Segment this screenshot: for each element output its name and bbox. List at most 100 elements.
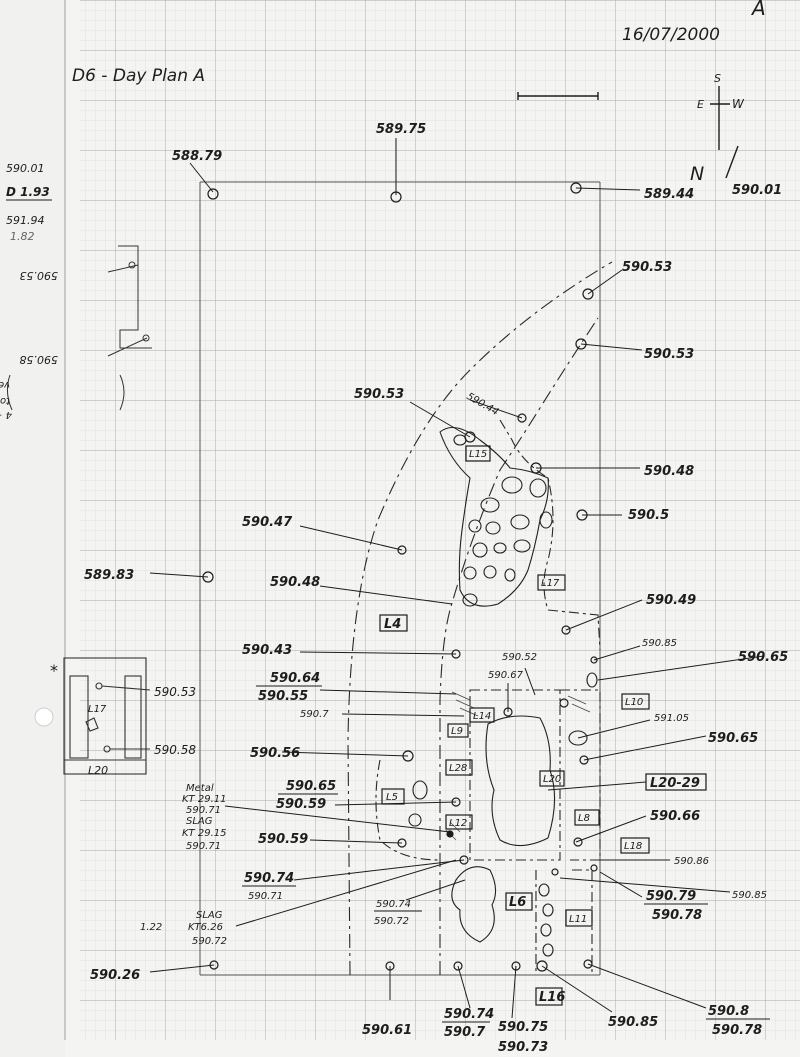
- level-value: 589.44: [644, 187, 694, 202]
- margin-note: D 1.93: [6, 185, 50, 199]
- context-label: L5: [386, 792, 398, 803]
- find-ref: KT 29.15: [182, 828, 226, 839]
- level-value: 590.72: [374, 916, 409, 927]
- level-value: 589.75: [376, 122, 426, 137]
- level-value: 590.85: [732, 890, 767, 901]
- margin-inset-sketch: [6, 245, 152, 411]
- level-value: 588.79: [172, 149, 222, 164]
- margin-note: 590.58: [20, 353, 59, 366]
- level-value: 590.8: [708, 1004, 749, 1019]
- level-value: 590.64: [270, 671, 320, 686]
- level-value: 590.75: [498, 1020, 548, 1035]
- level-value: 590.66: [650, 809, 700, 824]
- level-value: 590.74: [376, 899, 411, 910]
- level-value: 590.78: [712, 1023, 762, 1038]
- find-label: SLAG: [196, 910, 223, 921]
- inset-context: L20: [88, 764, 108, 777]
- level-value: 590.53: [644, 347, 694, 362]
- corner-letter: A: [750, 0, 766, 20]
- compass-s: S: [714, 72, 721, 85]
- other-note: 1.22: [140, 922, 162, 933]
- level-value: 590.86: [674, 856, 709, 867]
- context-boxes: [379, 445, 707, 1006]
- level-value: 590.7: [444, 1025, 486, 1040]
- find-level: 590.71: [186, 805, 221, 816]
- level-value: 590.47: [242, 515, 293, 530]
- level-value: 590.01: [732, 183, 782, 198]
- margin-note: 4 + 05: [0, 409, 12, 420]
- level-value: 590.85: [608, 1015, 658, 1030]
- level-value: 590.48: [644, 464, 694, 479]
- level-value: 590.61: [362, 1023, 412, 1038]
- context-label: L12: [449, 818, 467, 829]
- level-value: 591.05: [654, 713, 689, 724]
- find-ref: KT6.26: [188, 922, 223, 933]
- context-label: L17: [541, 578, 560, 589]
- context-label: L11: [569, 914, 587, 925]
- context-label: L8: [578, 813, 590, 824]
- context-label: L4: [384, 617, 401, 632]
- context-label: L14: [473, 711, 491, 722]
- compass-e: E: [697, 98, 704, 111]
- level-value: 590.74: [244, 871, 294, 886]
- inset-level: 590.58: [154, 743, 196, 757]
- level-value: 590.67: [488, 670, 524, 681]
- margin-note: 591.94: [6, 214, 45, 227]
- level-value: 590.52: [502, 652, 537, 663]
- binder-hole: [34, 707, 54, 727]
- level-value: 590.59: [276, 797, 326, 812]
- north-arrow-icon: [710, 86, 739, 179]
- compass-w: W: [732, 97, 745, 111]
- level-value: 590.65: [738, 650, 788, 665]
- level-value: 590.71: [248, 891, 283, 902]
- context-label: L28: [449, 763, 467, 774]
- margin-note: 1.82: [10, 230, 35, 243]
- context-label: L16: [539, 990, 565, 1005]
- level-value: 590.7: [300, 709, 329, 720]
- level-value: 590.26: [90, 968, 140, 983]
- level-value: 590.43: [242, 643, 292, 658]
- context-label: L20-29: [650, 776, 700, 791]
- level-value: 590.65: [708, 731, 758, 746]
- level-value: 590.73: [498, 1040, 548, 1055]
- level-value: 590.55: [258, 689, 308, 704]
- context-label: L6: [509, 895, 526, 910]
- inset-level: 590.53: [154, 685, 196, 699]
- level-value: 590.5: [628, 508, 669, 523]
- north-label: N: [690, 163, 704, 185]
- level-value: 589.83: [84, 568, 134, 583]
- level-value: 590.74: [444, 1007, 494, 1022]
- level-value: 590.49: [646, 593, 696, 608]
- scale-bar: [517, 92, 599, 100]
- find-label: Metal: [186, 783, 214, 794]
- level-value: 590.53: [622, 260, 672, 275]
- margin-note: top of 3: [0, 395, 10, 406]
- level-value: 590.53: [354, 387, 404, 402]
- find-level: 590.72: [192, 936, 227, 947]
- excavation-boundaries: [347, 261, 613, 976]
- context-label: L20: [543, 774, 561, 785]
- inset-context: L17: [88, 704, 107, 715]
- level-value: 590.56: [250, 746, 300, 761]
- margin-note: 590.01: [6, 162, 45, 175]
- level-value: 590.79: [646, 889, 696, 904]
- find-ref: KT 29.11: [182, 794, 226, 805]
- context-label: L10: [625, 697, 643, 708]
- level-value: 590.78: [652, 908, 702, 923]
- level-points: [202, 182, 598, 972]
- margin-note: 590.53: [20, 269, 59, 282]
- find-level: 590.71: [186, 841, 221, 852]
- context-label: L18: [624, 841, 642, 852]
- sheet-date: 16/07/2000: [622, 25, 720, 45]
- context-label: L9: [451, 726, 463, 737]
- inset-star: *: [50, 661, 58, 680]
- level-value: 590.48: [270, 575, 320, 590]
- context-label: L15: [469, 449, 487, 460]
- sheet-title: D6 - Day Plan A: [72, 66, 205, 86]
- section-inset: [63, 657, 151, 775]
- find-label: SLAG: [186, 816, 213, 827]
- level-value: 590.59: [258, 832, 308, 847]
- stone-cluster: [408, 426, 598, 957]
